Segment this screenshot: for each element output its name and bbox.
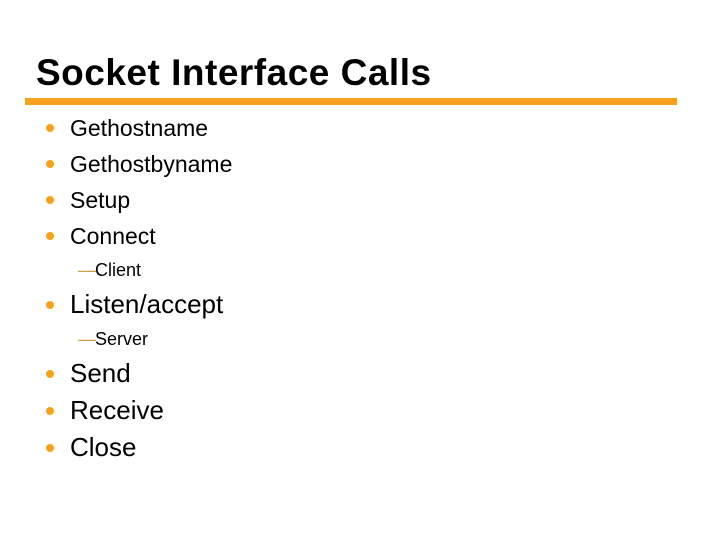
list-item: Close xyxy=(0,429,720,466)
list-item: Listen/accept xyxy=(0,286,720,323)
bullet-dot-icon xyxy=(46,443,54,452)
list-item-label: Setup xyxy=(70,186,131,213)
bullet-dot-icon xyxy=(46,300,54,309)
list-item: Receive xyxy=(0,392,720,429)
list-item-label: Gethostbyname xyxy=(70,150,233,177)
bullet-dot-icon xyxy=(46,160,54,168)
list-item: Gethostbyname xyxy=(0,146,720,182)
bullet-dot-icon xyxy=(46,232,54,240)
list-item-label: Listen/accept xyxy=(70,289,224,319)
list-item: Setup xyxy=(0,182,720,218)
title-underline-rule xyxy=(25,98,677,105)
bullet-dot-icon xyxy=(46,124,54,132)
list-item-label: Gethostname xyxy=(70,114,209,141)
em-dash-bullet-icon: — xyxy=(78,259,96,280)
sub-list-item: — Client xyxy=(0,254,720,286)
list-item-label: Receive xyxy=(70,395,164,425)
sub-list-item-label: Client xyxy=(95,259,142,280)
sub-list-item-label: Server xyxy=(95,328,149,349)
em-dash-bullet-icon: — xyxy=(78,328,96,349)
list-item-label: Close xyxy=(70,432,137,462)
bullet-list: Gethostname Gethostbyname Setup Connect … xyxy=(0,110,720,466)
list-item: Connect xyxy=(0,218,720,254)
sub-list-item: — Server xyxy=(0,323,720,355)
bullet-dot-icon xyxy=(46,406,54,415)
bullet-dot-icon xyxy=(46,196,54,204)
bullet-dot-icon xyxy=(46,369,54,378)
list-item: Send xyxy=(0,355,720,392)
list-item-label: Connect xyxy=(70,222,156,249)
list-item-label: Send xyxy=(70,358,131,388)
slide-title: Socket Interface Calls xyxy=(36,52,432,93)
list-item: Gethostname xyxy=(0,110,720,146)
